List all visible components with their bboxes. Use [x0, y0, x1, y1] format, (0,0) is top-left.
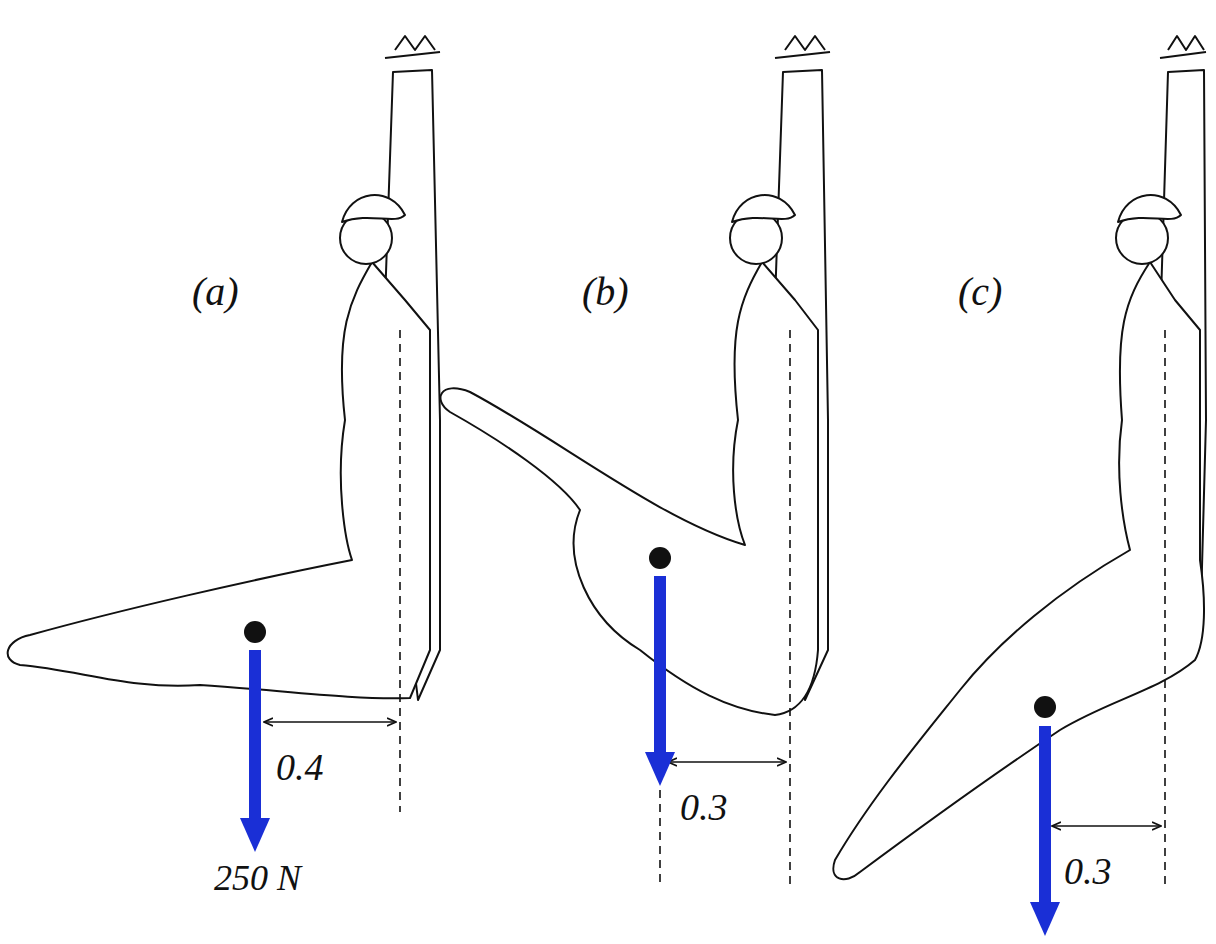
- figure-label: (a): [192, 272, 239, 312]
- dimension-label: 0.3: [680, 788, 728, 826]
- figure-label: (c): [958, 272, 1002, 312]
- dimension-label: 0.3: [1064, 852, 1112, 890]
- force-label: 250 N: [214, 860, 301, 896]
- figure-label: (b): [582, 272, 629, 312]
- dimension-label: 0.4: [276, 748, 324, 786]
